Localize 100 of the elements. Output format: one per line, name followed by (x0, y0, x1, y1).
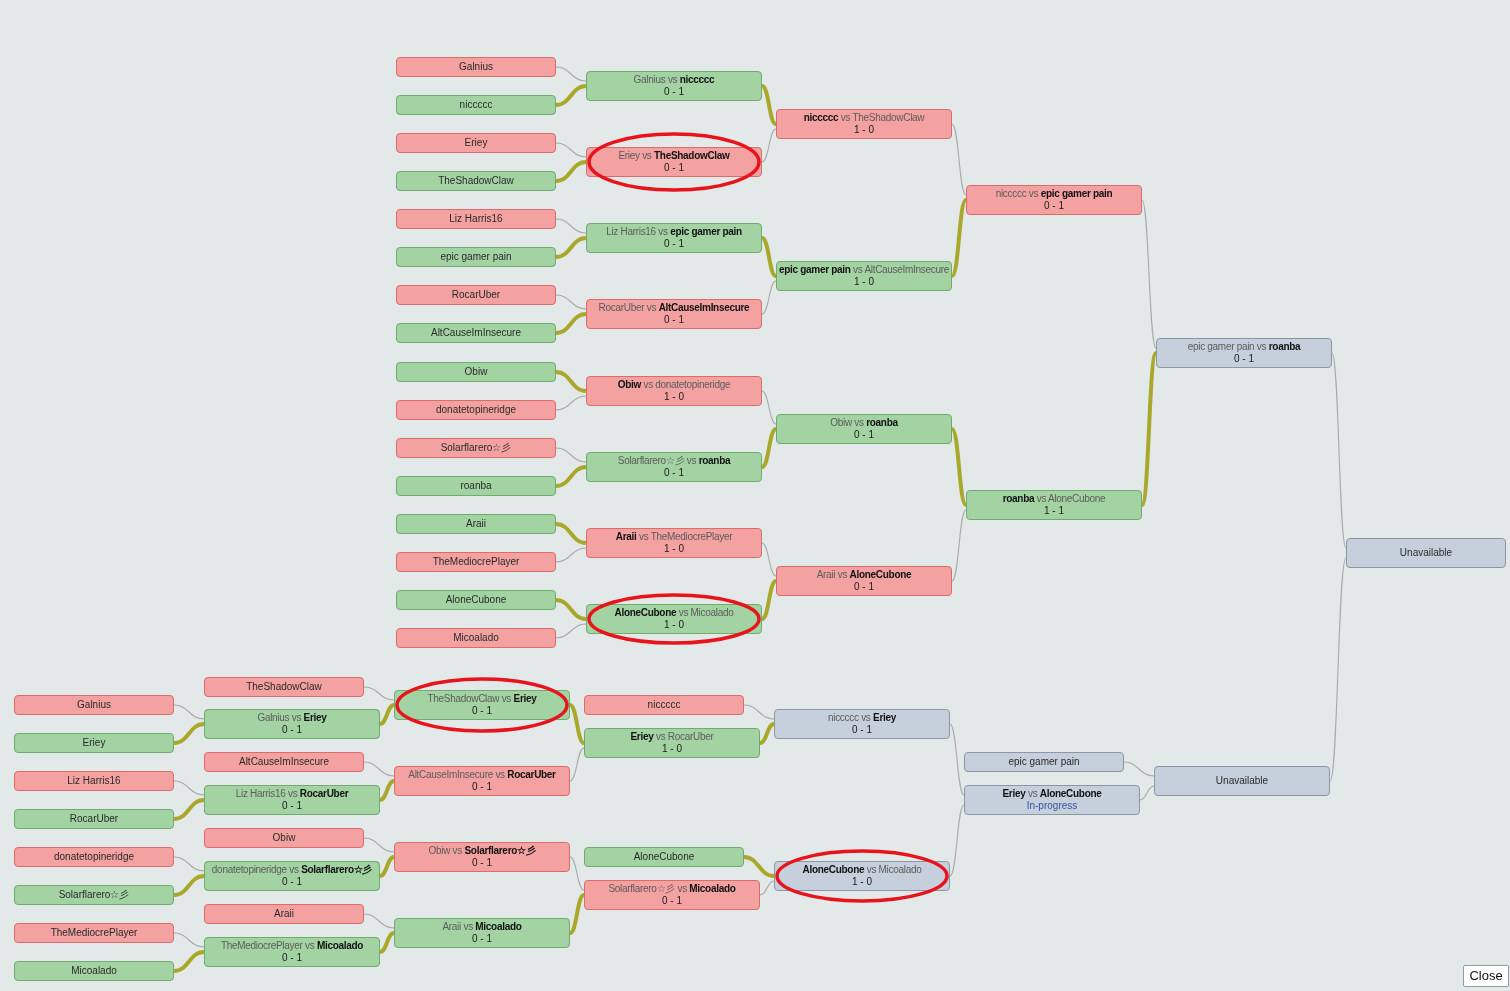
connector-line (555, 598, 587, 621)
match-box (394, 690, 570, 720)
connector-line (555, 66, 587, 82)
match-box (204, 937, 380, 967)
match-box (1156, 338, 1332, 368)
match-box (966, 185, 1142, 215)
match-box (204, 785, 380, 815)
score-text: 1 - 0 (662, 743, 682, 755)
match-box (774, 709, 950, 739)
connector-line (555, 236, 587, 259)
score-text: 0 - 1 (664, 314, 684, 326)
connector-line (1329, 557, 1347, 782)
connector-line (173, 704, 205, 720)
connector-line (555, 522, 587, 545)
connector-line (555, 623, 587, 639)
match-box (394, 842, 570, 872)
match-title: AloneCubone vs Micoalado (614, 607, 734, 619)
score-text: 0 - 1 (282, 724, 302, 736)
match-box (394, 766, 570, 796)
connector-line (363, 761, 395, 777)
connector-line (761, 390, 777, 425)
connector-line (569, 747, 585, 782)
match-title: niccccc vs TheShadowClaw (803, 112, 925, 124)
player-box: AltCauseImInsecure (204, 752, 364, 772)
match-box (586, 528, 762, 558)
match-title: Araii vs TheMediocrePlayer (615, 531, 733, 543)
score-text: 0 - 1 (472, 781, 492, 793)
score-text: 0 - 1 (664, 86, 684, 98)
connector-line (555, 84, 587, 107)
player-box: TheMediocrePlayer (14, 923, 174, 943)
connector-line (950, 427, 968, 507)
connector-line (761, 128, 777, 163)
connector-line (568, 703, 586, 745)
match-title: Araii vs AloneCubone (816, 569, 912, 581)
connector-line (363, 837, 395, 853)
score-text: 1 - 1 (1044, 505, 1064, 517)
connector-line (759, 880, 775, 896)
match-title: TheShadowClaw vs Eriey (427, 693, 537, 705)
match-box (584, 880, 760, 910)
player-box: Solarflarero☆彡 (14, 885, 174, 905)
match-box (586, 452, 762, 482)
player-box: TheShadowClaw (204, 677, 364, 697)
match-title: Galnius vs Eriey (257, 712, 327, 724)
connector-line (363, 686, 395, 701)
score-text: 1 - 0 (664, 391, 684, 403)
connector-line (555, 395, 587, 411)
player-box: epic gamer pain (396, 247, 556, 267)
player-box: Micoalado (396, 628, 556, 648)
connector-line (759, 722, 775, 745)
match-title: Solarflarero☆彡 vs roanba (617, 455, 731, 467)
match-box (966, 490, 1142, 520)
player-box: Araii (396, 514, 556, 534)
match-box (776, 414, 952, 444)
connector-line (951, 509, 967, 582)
score-text: 0 - 1 (662, 895, 682, 907)
player-box: AloneCubone (584, 847, 744, 867)
player-box: TheShadowClaw (396, 171, 556, 191)
match-box (776, 109, 952, 139)
score-text: 0 - 1 (664, 162, 684, 174)
connector-line (1139, 785, 1155, 801)
match-box (204, 861, 380, 891)
match-box (586, 147, 762, 177)
player-box: Galnius (14, 695, 174, 715)
player-box: AltCauseImInsecure (396, 323, 556, 343)
connector-line (568, 893, 586, 935)
connector-line (743, 704, 775, 720)
score-text: 0 - 1 (854, 581, 874, 593)
match-title: Obiw vs Solarflarero☆彡 (428, 845, 536, 857)
match-title: AltCauseImInsecure vs RocarUber (408, 769, 556, 781)
match-box: Unavailable (1346, 538, 1506, 568)
connector-line (760, 84, 778, 126)
match-box (776, 566, 952, 596)
connector-line (951, 123, 967, 196)
match-box (586, 299, 762, 329)
match-title: niccccc vs Eriey (828, 712, 896, 724)
player-box: roanba (396, 476, 556, 496)
match-box (204, 709, 380, 739)
match-title: Obiw vs roanba (830, 417, 898, 429)
connector-line (555, 142, 587, 158)
connector-line (761, 542, 777, 577)
player-box: Obiw (204, 828, 364, 848)
score-text: 0 - 1 (282, 876, 302, 888)
match-title: epic gamer pain vs AltCauseImInsecure (778, 264, 950, 276)
connector-line (949, 723, 965, 796)
match-title: donatetopineridge vs Solarflarero☆彡 (211, 864, 373, 876)
score-text: 0 - 1 (854, 429, 874, 441)
score-text: 0 - 1 (664, 467, 684, 479)
score-text: 0 - 1 (852, 724, 872, 736)
score-text: 1 - 0 (852, 876, 872, 888)
match-box (586, 376, 762, 406)
player-box: Eriey (396, 133, 556, 153)
connector-line (555, 547, 587, 563)
player-box: RocarUber (14, 809, 174, 829)
player-box: Araii (204, 904, 364, 924)
player-box: epic gamer pain (964, 752, 1124, 772)
score-text: 1 - 0 (664, 619, 684, 631)
status-text: In-progress (1026, 800, 1078, 812)
match-title: Eriey vs RocarUber (630, 731, 714, 743)
connector-line (555, 312, 587, 335)
connector-line (1140, 352, 1158, 506)
